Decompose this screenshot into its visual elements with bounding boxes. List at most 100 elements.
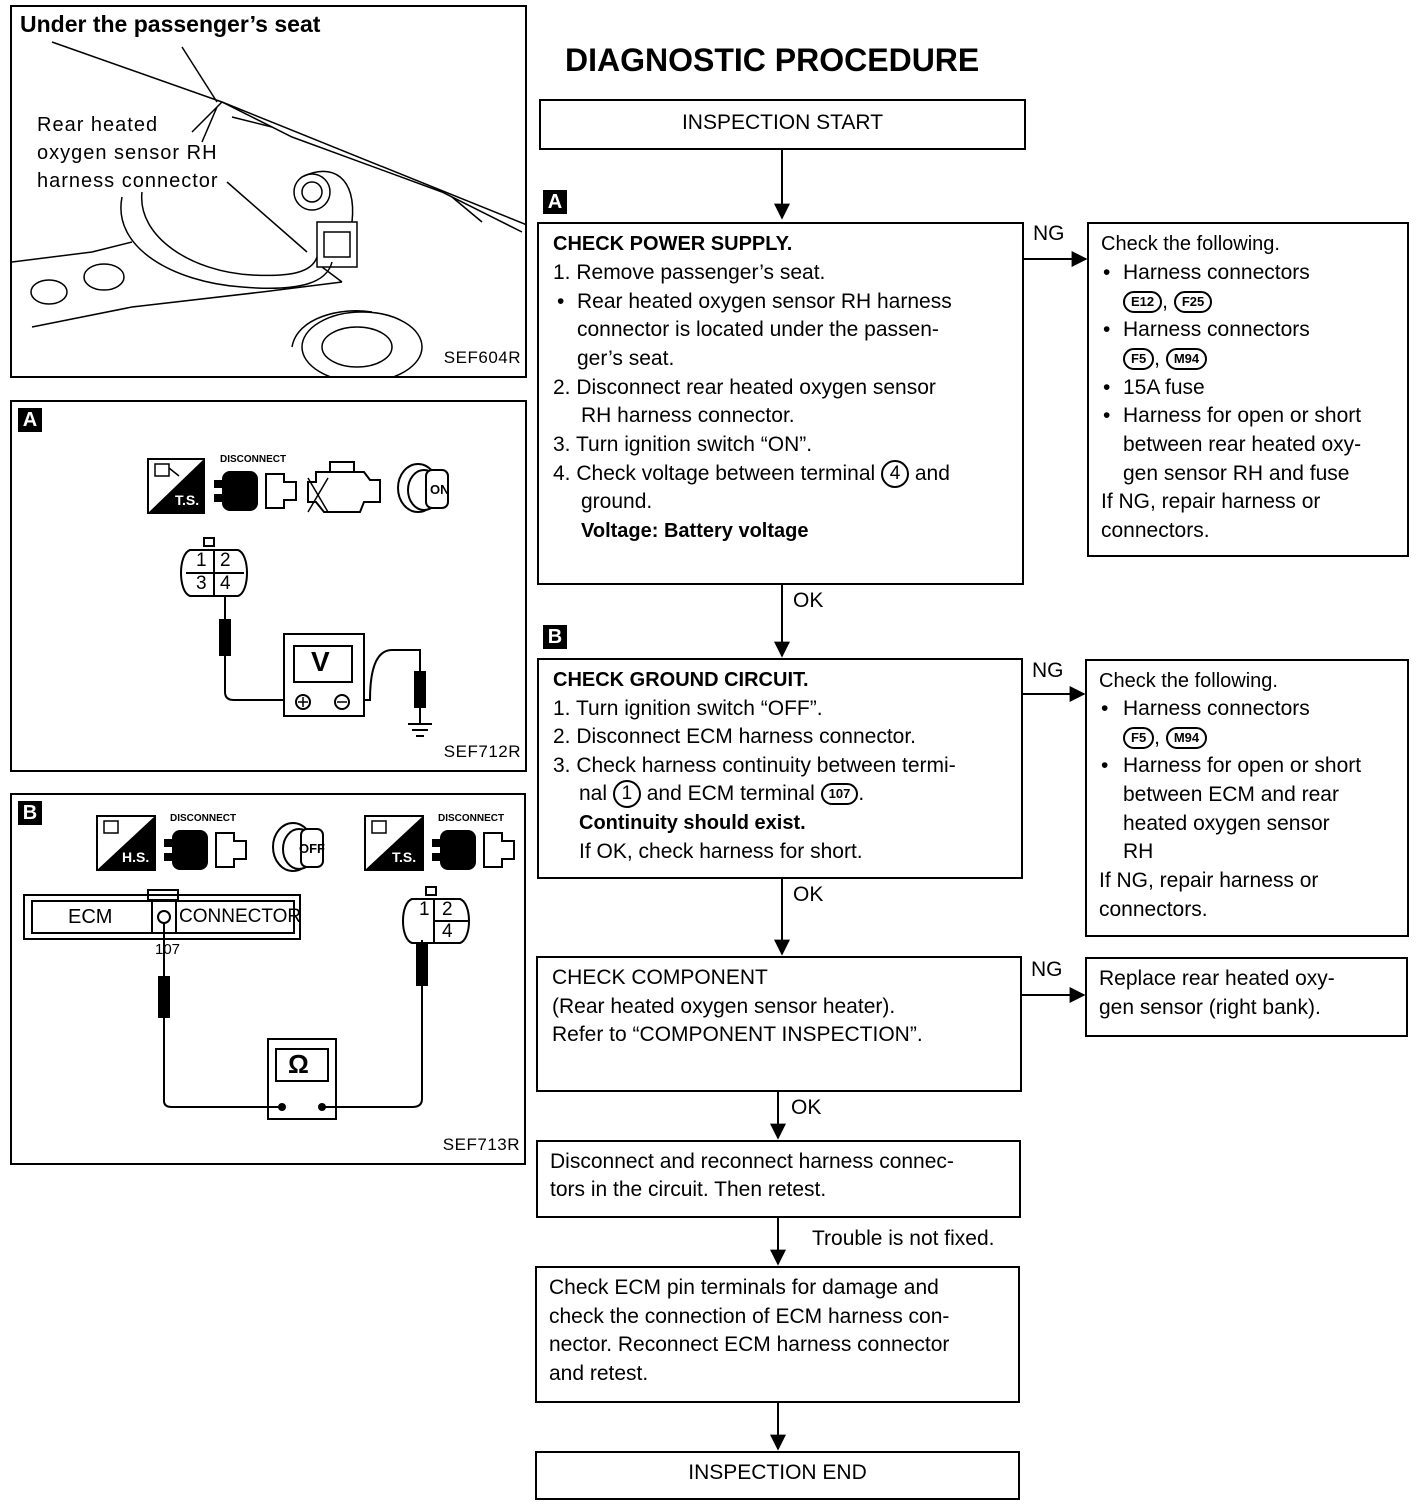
step-a-spec: Voltage: Battery voltage — [581, 520, 809, 542]
step-b-line-6: If OK, check harness for short. — [579, 840, 863, 863]
step-a-title: CHECK POWER SUPPLY. — [553, 233, 793, 255]
connector-m94-badge-b: M94 — [1165, 727, 1208, 750]
ng-c-line-1: Replace rear heated oxy- — [1099, 967, 1335, 990]
step-b-title: CHECK GROUND CIRCUIT. — [553, 669, 809, 691]
callout-line-2: oxygen sensor RH — [37, 142, 218, 164]
step-b-line-3: 3. Check harness continuity between term… — [553, 754, 956, 777]
disconnect-icon-2: DISCONNECT — [432, 813, 524, 875]
ng-a-line-3: Harness connectors — [1123, 318, 1310, 341]
ng-a-line-6: between rear heated oxy- — [1123, 433, 1362, 456]
step-b-line-2: 2. Disconnect ECM harness connector. — [553, 725, 917, 748]
step-b-ng-box: Check the following. • Harness connector… — [1085, 659, 1409, 937]
ng-b-bullet-2: • — [1101, 754, 1109, 777]
connector-f25-badge: F25 — [1173, 291, 1213, 314]
step-a-box: CHECK POWER SUPPLY. 1. Remove passenger’… — [537, 222, 1024, 585]
voltmeter-symbol: V — [311, 646, 330, 677]
pin-2: 2 — [220, 550, 231, 571]
terminal-107-label: 107 — [155, 941, 181, 958]
inspection-start-label: INSPECTION START — [681, 111, 884, 134]
disconnect-label-1: DISCONNECT — [170, 813, 237, 824]
engine-off-icon — [304, 458, 386, 516]
figure-ref-sef604r: SEF604R — [443, 348, 521, 367]
step-b-line-4a: nal — [579, 782, 608, 805]
connector-label: CONNECTOR — [179, 906, 302, 927]
step-a-tag: A — [543, 190, 567, 214]
connector-e12-badge: E12 — [1123, 291, 1163, 314]
step-b-ok-label: OK — [793, 883, 824, 906]
step-b-line-1: 1. Turn ignition switch “OFF”. — [553, 697, 823, 720]
panel-a-voltage-check: A T.S. DISCONNECT ON — [10, 400, 527, 772]
step-d-line-2: tors in the circuit. Then retest. — [550, 1178, 827, 1201]
step-b-ng-label: NG — [1032, 659, 1064, 682]
step-a-line-8a: 4. Check voltage between terminal — [553, 462, 876, 485]
ts-tester-icon-2: T.S. — [364, 815, 424, 871]
connector-f5-badge-b: F5 — [1123, 727, 1155, 750]
step-e-line-1: Check ECM pin terminals for damage and — [549, 1276, 939, 1299]
panel-b-tag: B — [18, 801, 42, 825]
step-c-line-1: CHECK COMPONENT — [552, 966, 768, 989]
ng-b-line-7: If NG, repair harness or — [1099, 869, 1319, 892]
panel-a-tag: A — [18, 408, 42, 432]
ng-a-bullet-3: • — [1103, 376, 1111, 399]
ng-a-connectors-2: F5, M94 — [1123, 345, 1208, 374]
step-a-line-7: 3. Turn ignition switch “ON”. — [553, 433, 813, 456]
page-title: DIAGNOSTIC PROCEDURE — [565, 42, 980, 78]
step-d-line-1: Disconnect and reconnect harness connec- — [550, 1150, 954, 1173]
ng-b-line-5: heated oxygen sensor — [1123, 812, 1330, 835]
inspection-end-label: INSPECTION END — [688, 1461, 867, 1484]
ng-a-line-5: Harness for open or short — [1123, 404, 1362, 427]
step-e-line-4: and retest. — [549, 1362, 649, 1385]
pin-3: 3 — [196, 573, 207, 594]
ng-b-connectors: F5, M94 — [1123, 724, 1208, 753]
ng-a-line-9: connectors. — [1101, 519, 1210, 542]
ng-a-bullet-4: • — [1103, 404, 1111, 427]
step-a-line-3: connector is located under the passen- — [577, 318, 939, 341]
disconnect-icon: DISCONNECT — [214, 454, 306, 516]
ng-b-line-1: Check the following. — [1099, 670, 1278, 692]
hs-harness-icon: H.S. — [96, 815, 156, 871]
step-a-ng-label: NG — [1033, 222, 1065, 245]
ohmmeter-symbol: Ω — [288, 1049, 309, 1079]
seat-panel-heading: Under the passenger’s seat — [20, 11, 321, 37]
ng-a-connectors-1: E12, F25 — [1123, 288, 1213, 317]
step-e-line-3: nector. Reconnect ECM harness connector — [549, 1333, 950, 1356]
ng-b-bullet-1: • — [1101, 697, 1109, 720]
step-c-box: CHECK COMPONENT (Rear heated oxygen sens… — [536, 956, 1022, 1092]
ts-tester-icon: T.S. — [147, 458, 205, 514]
disconnect-label: DISCONNECT — [220, 454, 287, 465]
step-d-note: Trouble is not fixed. — [812, 1227, 995, 1250]
ecm-label: ECM — [68, 906, 113, 928]
step-c-ng-box: Replace rear heated oxy- gen sensor (rig… — [1085, 957, 1408, 1037]
step-b-box: CHECK GROUND CIRCUIT. 1. Turn ignition s… — [537, 658, 1023, 879]
step-e-line-2: check the connection of ECM harness con- — [549, 1305, 950, 1328]
panel-b-wiring — [23, 886, 470, 1120]
ng-a-line-4: 15A fuse — [1123, 376, 1205, 399]
panel-a-wiring — [180, 537, 432, 737]
ignition-on-icon: ON — [392, 458, 458, 516]
ng-a-line-1: Check the following. — [1101, 233, 1280, 255]
step-a-line-5: 2. Disconnect rear heated oxygen sensor — [553, 376, 936, 399]
step-a-line-2: Rear heated oxygen sensor RH harness — [577, 290, 952, 313]
step-a-line-8: 4. Check voltage between terminal 4 and — [553, 460, 950, 489]
ts-label: T.S. — [175, 492, 200, 508]
step-a-line-1: 1. Remove passenger’s seat. — [553, 261, 826, 284]
disconnect-label-2: DISCONNECT — [438, 813, 505, 824]
step-b-tag: B — [543, 625, 567, 649]
terminal-4-badge: 4 — [881, 460, 910, 489]
step-c-ok-label: OK — [791, 1096, 822, 1119]
disconnect-icon-1: DISCONNECT — [164, 813, 256, 875]
ts-label-2: T.S. — [392, 849, 417, 865]
step-d-box: Disconnect and reconnect harness connec-… — [536, 1140, 1021, 1218]
ng-a-bullet-2: • — [1103, 318, 1111, 341]
ng-c-line-2: gen sensor (right bank). — [1099, 996, 1321, 1019]
seat-illustration-panel: Under the passenger’s seat — [10, 5, 527, 378]
ng-a-line-7: gen sensor RH and fuse — [1123, 462, 1350, 485]
hs-label: H.S. — [122, 849, 150, 865]
step-a-line-6: RH harness connector. — [581, 404, 795, 427]
step-a-ok-label: OK — [793, 589, 824, 612]
step-a-line-8b: and — [914, 462, 950, 485]
b-pin-4: 4 — [442, 921, 453, 942]
ng-b-line-2: Harness connectors — [1123, 697, 1310, 720]
ng-b-line-8: connectors. — [1099, 898, 1208, 921]
